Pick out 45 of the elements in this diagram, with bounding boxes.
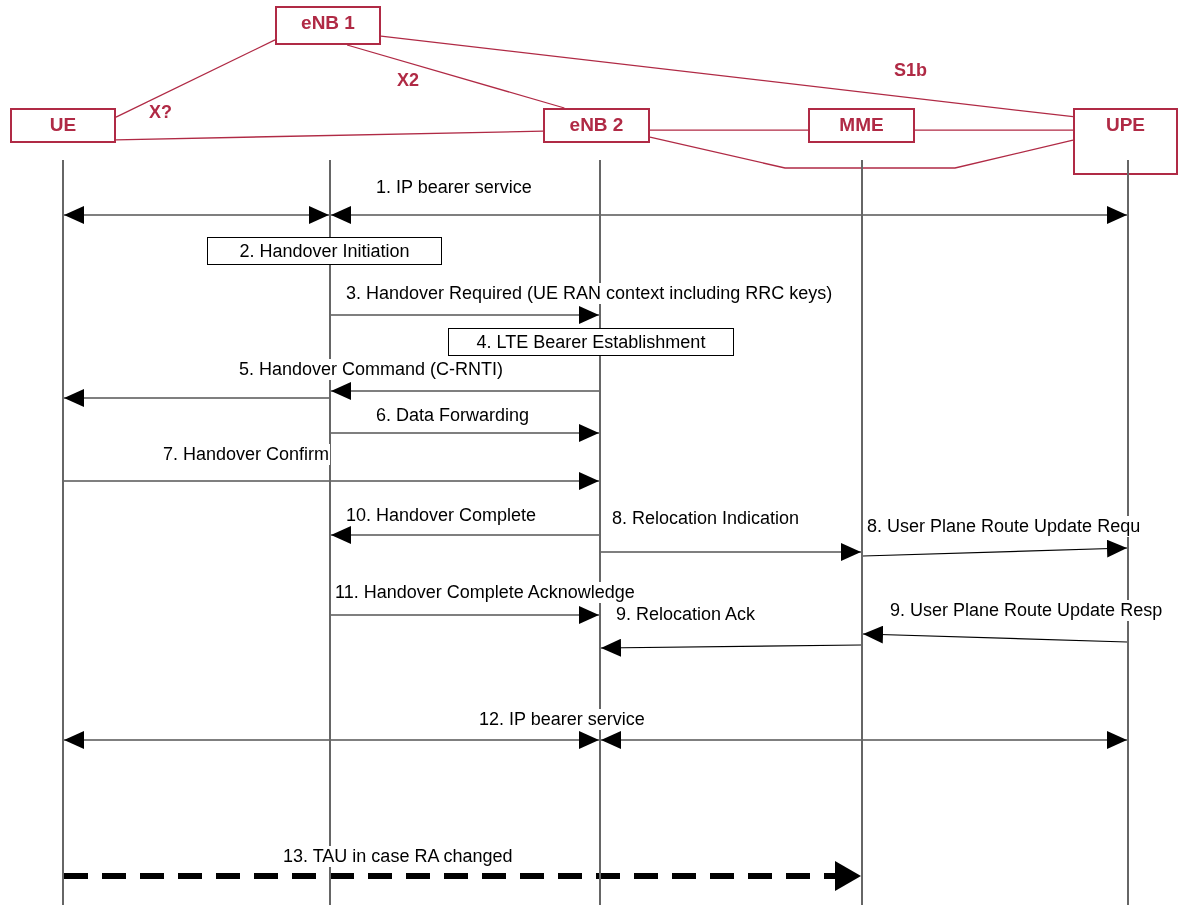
edge-label: 9. User Plane Route Update Resp bbox=[889, 600, 1164, 621]
arrow bbox=[330, 606, 600, 624]
lifeline bbox=[599, 160, 601, 905]
entity-box: eNB 1 bbox=[275, 6, 381, 45]
lifeline bbox=[62, 160, 64, 905]
connector-line bbox=[914, 129, 1074, 131]
edge-label: 5. Handover Command (C-RNTI) bbox=[238, 359, 505, 380]
lifeline bbox=[329, 160, 331, 905]
edge-label: 13. TAU in case RA changed bbox=[282, 846, 514, 867]
entity-box: UE bbox=[10, 108, 116, 143]
process-box: 2. Handover Initiation bbox=[207, 237, 442, 265]
arrow bbox=[600, 638, 862, 657]
arrow bbox=[63, 731, 600, 749]
entity-box: UPE bbox=[1073, 108, 1178, 175]
connector-line bbox=[115, 39, 276, 118]
edge-label: 10. Handover Complete bbox=[345, 505, 538, 526]
arrow bbox=[330, 382, 600, 400]
connector-line bbox=[346, 44, 566, 109]
arrow bbox=[63, 472, 600, 490]
arrow bbox=[330, 306, 600, 324]
connector-line bbox=[649, 136, 1074, 169]
arrow bbox=[600, 731, 1128, 749]
edge-label: 6. Data Forwarding bbox=[375, 405, 531, 426]
process-box: 4. LTE Bearer Establishment bbox=[448, 328, 734, 356]
arrow bbox=[330, 424, 600, 442]
connector-line bbox=[380, 35, 1074, 118]
arrow bbox=[330, 526, 600, 544]
arrow bbox=[63, 206, 330, 224]
arrow bbox=[330, 206, 1128, 224]
arrow bbox=[600, 543, 862, 561]
arrow bbox=[862, 625, 1128, 644]
edge-label: 3. Handover Required (UE RAN context including RRC keys) bbox=[345, 283, 834, 304]
edge-label: 7. Handover Confirm bbox=[162, 444, 331, 465]
lifeline bbox=[861, 160, 863, 905]
connector-line bbox=[115, 130, 544, 141]
edge-label: 12. IP bearer service bbox=[478, 709, 646, 730]
edge-label: 11. Handover Complete Acknowledge bbox=[334, 582, 636, 603]
arrow bbox=[64, 861, 861, 891]
arrow bbox=[63, 389, 330, 407]
entity-box: MME bbox=[808, 108, 915, 143]
arrow bbox=[862, 539, 1128, 558]
edge-label: 8. User Plane Route Update Requ bbox=[866, 516, 1142, 537]
entity-box: eNB 2 bbox=[543, 108, 650, 143]
lifeline bbox=[1127, 160, 1129, 905]
connector-line bbox=[649, 129, 809, 131]
